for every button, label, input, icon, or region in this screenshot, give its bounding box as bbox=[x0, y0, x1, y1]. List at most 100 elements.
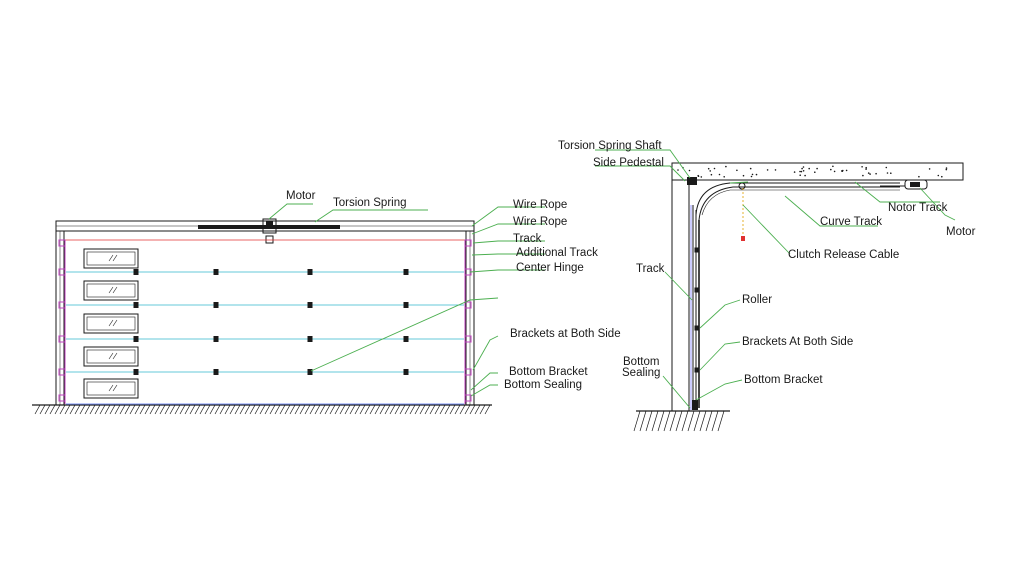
side-bracket bbox=[464, 368, 472, 376]
top-roller bbox=[738, 182, 746, 190]
hatch-mark bbox=[454, 404, 461, 415]
hatch-mark bbox=[259, 404, 266, 415]
slab-dot bbox=[841, 170, 844, 172]
slab-dot bbox=[832, 165, 834, 168]
slab-dot bbox=[804, 174, 806, 177]
hinge bbox=[307, 302, 313, 308]
slab-dot bbox=[867, 172, 870, 174]
slab-dot bbox=[751, 173, 754, 176]
slab-dot bbox=[885, 166, 888, 169]
hatch-mark bbox=[304, 404, 311, 415]
label-clutch-release-cable: Clutch Release Cable bbox=[788, 249, 899, 261]
hatch-mark bbox=[124, 404, 131, 415]
label-brackets-at-both-side: Brackets At Both Side bbox=[742, 336, 853, 348]
slab-dot bbox=[945, 168, 948, 171]
hatch-mark bbox=[319, 404, 326, 415]
hatch-mark bbox=[34, 404, 41, 415]
hatch-mark bbox=[479, 404, 486, 415]
hatch-mark bbox=[464, 404, 471, 415]
slab-dot bbox=[833, 170, 836, 173]
hatch-mark bbox=[139, 404, 146, 415]
slab-dot bbox=[688, 169, 691, 172]
hatch-mark bbox=[394, 404, 401, 415]
side-leaders bbox=[595, 149, 956, 409]
hatch-mark bbox=[239, 404, 246, 415]
corner-bracket bbox=[464, 394, 472, 402]
slab-dot bbox=[945, 167, 948, 169]
hatch-mark bbox=[74, 404, 81, 415]
hatch-mark bbox=[169, 404, 176, 415]
slab-dot bbox=[886, 172, 889, 174]
label-roller: Roller bbox=[742, 294, 772, 306]
hinge bbox=[403, 369, 409, 375]
torsion-spring-shaft bbox=[687, 177, 697, 185]
slab-dot bbox=[918, 175, 920, 178]
label-torsion-spring: Torsion Spring bbox=[333, 197, 407, 209]
hatch-mark bbox=[194, 404, 201, 415]
slab-dot bbox=[742, 174, 745, 177]
curve-track bbox=[695, 182, 900, 216]
label-side-pedestal: Side Pedestal bbox=[593, 157, 664, 169]
hinge bbox=[213, 302, 219, 308]
label-wire-rope-1: Wire Rope bbox=[513, 199, 567, 211]
hatch-mark bbox=[639, 410, 647, 432]
hatch-mark bbox=[434, 404, 441, 415]
slab-dot bbox=[890, 172, 892, 174]
hatch-mark bbox=[299, 404, 306, 415]
hinge bbox=[307, 369, 313, 375]
slab-dot bbox=[725, 165, 727, 168]
window-panel bbox=[83, 346, 139, 367]
side-bracket bbox=[58, 268, 66, 276]
hatch-mark bbox=[49, 404, 56, 415]
door-windows bbox=[83, 248, 139, 399]
hatch-mark bbox=[657, 410, 665, 432]
slab-dot bbox=[709, 170, 711, 172]
slab-dot bbox=[865, 166, 867, 169]
roller bbox=[694, 287, 700, 293]
hatch-mark bbox=[429, 404, 436, 415]
hatch-mark bbox=[64, 404, 71, 415]
hinge bbox=[307, 269, 313, 275]
hatch-mark bbox=[484, 404, 491, 415]
side-bracket bbox=[58, 368, 66, 376]
label-side-bottom-sealing-1: Bottom bbox=[623, 356, 659, 368]
hinge bbox=[133, 302, 139, 308]
hatch-mark bbox=[419, 404, 426, 415]
hatch-mark bbox=[469, 404, 476, 415]
torsion-spring bbox=[198, 225, 340, 229]
hatch-mark bbox=[705, 410, 713, 432]
slab-dot bbox=[928, 168, 931, 170]
label-bottom-sealing: Bottom Sealing bbox=[504, 379, 582, 391]
slab-dot bbox=[814, 171, 816, 173]
slab-dot bbox=[750, 175, 753, 178]
side-motor bbox=[904, 179, 928, 190]
hatch-mark bbox=[289, 404, 296, 415]
hinge bbox=[403, 336, 409, 342]
hatch-mark bbox=[645, 410, 653, 432]
slab-dot bbox=[736, 169, 738, 172]
hatch-mark bbox=[269, 404, 276, 415]
hatch-mark bbox=[234, 404, 241, 415]
slab-dot bbox=[713, 167, 716, 170]
hatch-mark bbox=[309, 404, 316, 415]
slab-dot bbox=[766, 169, 769, 171]
label-side-motor: Motor bbox=[946, 226, 976, 238]
hatch-mark bbox=[229, 404, 236, 415]
slab-dot bbox=[800, 170, 803, 173]
hatch-mark bbox=[219, 404, 226, 415]
hatch-mark bbox=[209, 404, 216, 415]
panel-joints bbox=[66, 271, 464, 405]
slab-dot bbox=[937, 174, 940, 177]
hatch-mark bbox=[254, 404, 261, 415]
side-wall bbox=[671, 179, 690, 412]
slab-dot bbox=[799, 170, 801, 173]
label-motor: Motor bbox=[286, 190, 316, 202]
hatch-mark bbox=[79, 404, 86, 415]
hatch-mark bbox=[244, 404, 251, 415]
slab-dot bbox=[865, 168, 867, 170]
hatch-mark bbox=[199, 404, 206, 415]
hatch-mark bbox=[179, 404, 186, 415]
hatch-mark bbox=[329, 404, 336, 415]
label-curve-track: Curve Track bbox=[820, 216, 882, 228]
hatch-mark bbox=[339, 404, 346, 415]
